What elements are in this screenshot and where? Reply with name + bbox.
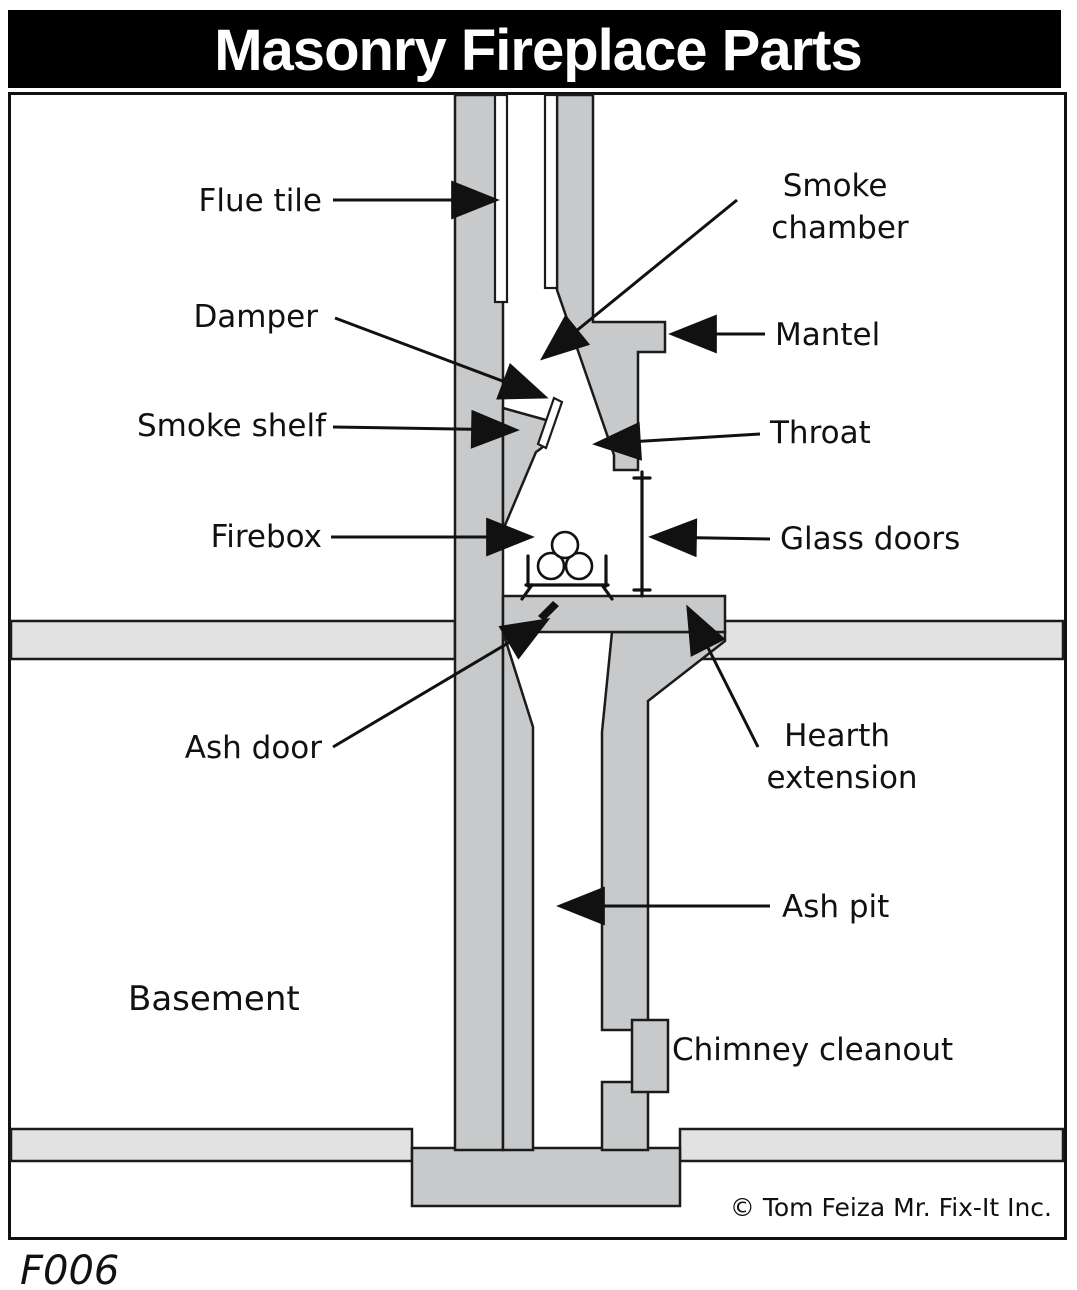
basement-label: Basement <box>128 979 300 1019</box>
mantel-label: Mantel <box>775 317 880 353</box>
ash-door-label: Ash door <box>185 730 322 766</box>
smoke-chamber-wall <box>555 93 667 472</box>
basement-floor-slab-right <box>678 1127 1065 1163</box>
smoke-chamber-label-line1: Smoke <box>783 168 888 204</box>
hearth-extension-label-line2: extension <box>766 760 917 796</box>
throat-label: Throat <box>769 415 871 451</box>
ash-pit-left-wall <box>501 631 535 1152</box>
log-grate <box>520 554 614 601</box>
title-bar <box>8 10 1061 88</box>
copyright-text: © Tom Feiza Mr. Fix-It Inc. <box>730 1193 1052 1222</box>
smoke-chamber-arrow <box>539 198 738 361</box>
chimney-cleanout-label: Chimney cleanout <box>672 1032 953 1068</box>
damper-arrow <box>334 316 549 400</box>
hearth-extension-label-line1: Hearth <box>784 718 890 754</box>
ash-dump-door <box>538 601 559 621</box>
smoke-shelf-label: Smoke shelf <box>137 408 327 444</box>
ash-pit-right-wall-lower <box>600 1080 650 1152</box>
chimney-cleanout-door <box>630 1018 670 1094</box>
ash-door-arrow <box>332 618 551 749</box>
damper-label: Damper <box>193 299 318 335</box>
figure-id: F006 <box>20 1248 119 1290</box>
chimney-footing <box>410 1146 682 1208</box>
flue-tile-left <box>493 93 509 304</box>
throat-arrow <box>592 421 761 461</box>
flue-tile-label: Flue tile <box>199 183 322 219</box>
diagram-border <box>8 92 1067 1240</box>
log-icon <box>536 551 566 581</box>
hearth-extension-label: Hearth extension <box>766 718 917 796</box>
glass-doors-line <box>632 470 652 598</box>
smoke-chamber-label: Smoke chamber <box>771 168 909 246</box>
hearth-extension-arrow <box>686 604 760 748</box>
basement-floor-slab-left <box>9 1127 414 1163</box>
ash-pit-label: Ash pit <box>782 889 889 925</box>
log-icon <box>550 530 580 560</box>
glass-doors-arrow <box>648 518 771 558</box>
glass-doors-label: Glass doors <box>780 521 960 557</box>
smoke-chamber-label-line2: chamber <box>771 210 909 246</box>
damper-plate <box>536 396 564 450</box>
page-title: Masonry Fireplace Parts <box>214 18 862 83</box>
smoke-shelf-arrow <box>332 409 520 449</box>
flue-tile-right <box>543 93 559 290</box>
first-floor-slab-left <box>9 619 457 661</box>
firebox-label: Firebox <box>211 519 322 555</box>
log-icon <box>564 551 594 581</box>
